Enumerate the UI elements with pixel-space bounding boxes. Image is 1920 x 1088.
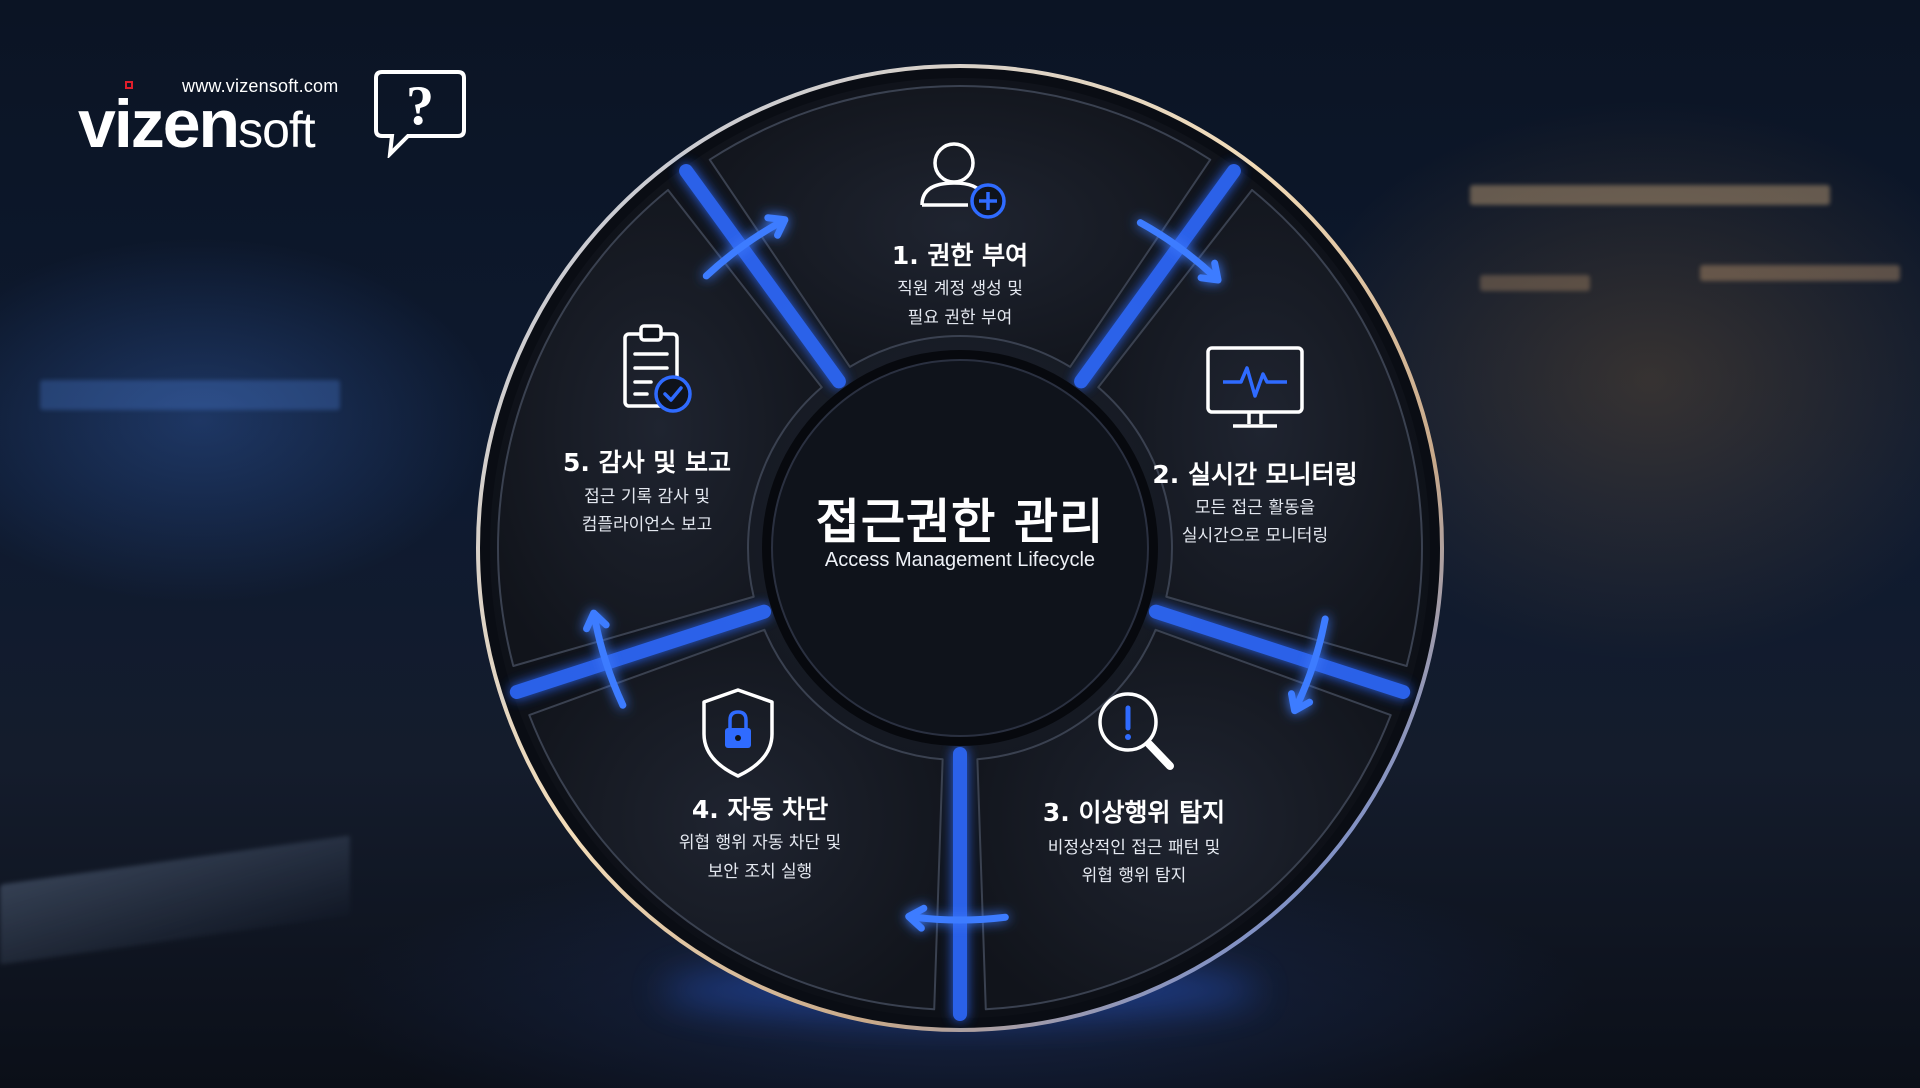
disc-rim [476, 64, 1444, 1032]
step-5-desc-line2: 컴플라이언스 보고 [581, 515, 713, 535]
segments [497, 84, 1423, 1011]
step-1-desc-line2: 필요 권한 부여 [907, 308, 1013, 328]
step-4-desc-line2: 보안 조치 실행 [707, 862, 813, 882]
separator-3 [1148, 604, 1411, 700]
step-3-title: 3. 이상행위 탐지 [1042, 798, 1226, 827]
logo-wordmark: vizensoft [78, 90, 316, 158]
brand-logo: www.vizensoft.com vizensoft ? [78, 66, 478, 166]
step-5-title: 5. 감사 및 보고 [562, 448, 732, 477]
flow-arrow-4 [911, 913, 1009, 924]
step-1-desc-line1: 직원 계정 생성 및 [897, 279, 1023, 299]
flow-arrow-head-3 [1287, 690, 1314, 715]
user-add-icon [920, 142, 1006, 219]
question-mark: ? [406, 75, 434, 137]
clipboard-check-icon [623, 324, 692, 413]
logo-dot [125, 81, 133, 89]
step-3-desc-line1: 비정상적인 접근 패턴 및 [1047, 838, 1221, 858]
logo-wordmark-light: soft [238, 102, 316, 158]
monitor-pulse-icon [1206, 346, 1304, 428]
flow-arrow-head-5 [583, 609, 610, 633]
background-light [40, 380, 340, 410]
flow-arrow-head-1 [764, 214, 789, 239]
segment-5 [497, 188, 823, 668]
background-light [1480, 275, 1590, 291]
center-subtitle: Access Management Lifecycle [824, 549, 1096, 571]
separator-1 [679, 163, 846, 389]
flow-arrow-5 [591, 615, 627, 709]
step-3-desc-line2: 위협 행위 탐지 [1081, 866, 1187, 886]
search-alert-icon [1098, 692, 1174, 770]
step-2-desc-line1: 모든 접근 활동을 [1194, 498, 1316, 518]
step-2-title: 2. 실시간 모니터링 [1152, 460, 1358, 489]
flow-arrow-head-2 [1197, 259, 1222, 284]
center-title: 접근권한 관리 [815, 494, 1105, 550]
segment-2 [1097, 188, 1423, 668]
logo-url: www.vizensoft.com [182, 76, 339, 96]
flow-arrow-3 [1293, 615, 1329, 709]
step-4-title: 4. 자동 차단 [691, 795, 829, 824]
step-2-desc-line2: 실시간으로 모니터링 [1181, 526, 1329, 546]
segment-1 [708, 84, 1212, 368]
separator-5 [509, 604, 772, 700]
logo-wordmark-bold: vizen [78, 86, 240, 162]
step-1-title: 1. 권한 부여 [891, 241, 1029, 270]
flow-arrows [583, 214, 1329, 932]
flow-arrow-head-4 [905, 904, 928, 932]
segment-4 [528, 628, 944, 1011]
segment-separators [509, 163, 1411, 1021]
segment-3 [976, 628, 1392, 1011]
step-5-desc-line1: 접근 기록 감사 및 [584, 487, 710, 507]
flow-arrow-2 [1136, 219, 1218, 280]
background-light [1700, 265, 1900, 281]
question-bubble-icon: ? [374, 70, 466, 158]
shield-lock-icon [702, 688, 774, 778]
flow-arrow-1 [702, 219, 784, 280]
center-hub [771, 359, 1149, 737]
background-light [1470, 185, 1830, 205]
step-4-desc-line1: 위협 행위 자동 차단 및 [678, 833, 842, 853]
separator-2 [1074, 163, 1241, 389]
